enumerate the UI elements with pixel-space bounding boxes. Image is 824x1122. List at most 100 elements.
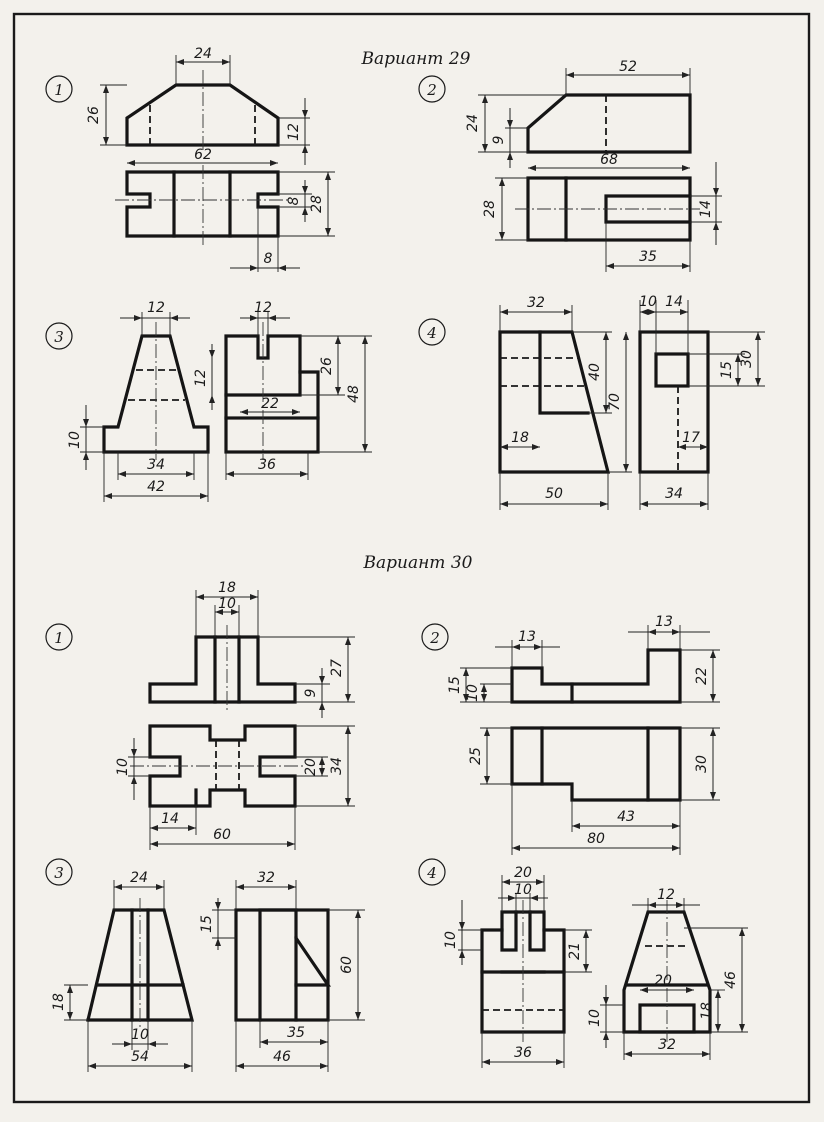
dim-label: 46 xyxy=(273,1049,291,1065)
v29-task-2-number-circle xyxy=(418,75,446,103)
dim-label: 20 xyxy=(303,758,319,776)
dim-label: 28 xyxy=(482,200,498,218)
dim-label: 35 xyxy=(639,249,657,265)
dim-label: 24 xyxy=(194,46,212,62)
top-view xyxy=(515,176,700,242)
dim-label: 15 xyxy=(199,915,215,933)
dim-label: 18 xyxy=(511,430,529,446)
dim-label: 34 xyxy=(665,486,683,502)
dim-label: 10 xyxy=(131,1027,149,1043)
dim-label: 48 xyxy=(346,385,362,403)
dim-label: 62 xyxy=(194,147,212,163)
v30-task-3: 3 24 32 15 xyxy=(45,858,365,1072)
dim-label: 46 xyxy=(723,971,739,989)
dim-label: 32 xyxy=(527,295,545,311)
dim-label: 15 xyxy=(447,676,463,694)
side-view xyxy=(638,330,710,474)
v29-task-1-number: 1 xyxy=(54,81,64,99)
dim-label: 50 xyxy=(545,486,563,502)
dim-label: 18 xyxy=(218,580,236,596)
front-view xyxy=(526,93,692,154)
dim-label: 14 xyxy=(161,811,179,827)
dim-label: 22 xyxy=(261,396,279,412)
v30-task-2-number: 2 xyxy=(429,629,440,647)
v29-task-4-number: 4 xyxy=(426,324,437,342)
dim-label: 32 xyxy=(658,1037,676,1053)
dim-label: 18 xyxy=(699,1002,715,1020)
dim-label: 60 xyxy=(213,827,231,843)
dimensions: 24 26 62 12 8 28 8 xyxy=(86,46,335,272)
v30-task-4-number-circle xyxy=(418,858,446,886)
v30-task-2-number-circle xyxy=(421,623,449,651)
top-view xyxy=(115,165,290,245)
dim-label: 10 xyxy=(514,882,532,898)
v29-task-4: 4 32 10 14 40 xyxy=(418,294,765,510)
v29-task-3: 3 12 12 12 xyxy=(45,300,372,502)
v30-task-4-number: 4 xyxy=(426,864,437,882)
v29-task-1: 1 24 26 62 xyxy=(45,46,335,272)
dim-label: 14 xyxy=(665,294,683,310)
dim-label: 35 xyxy=(287,1025,305,1041)
dim-label: 24 xyxy=(465,114,481,132)
dim-label: 10 xyxy=(115,758,131,776)
side-view xyxy=(224,322,320,460)
v30-task-3-number-circle xyxy=(45,858,73,886)
dim-label: 28 xyxy=(309,195,325,213)
dim-label: 20 xyxy=(514,865,532,881)
dimensions: 24 32 15 60 18 10 35 xyxy=(51,870,365,1072)
side-view xyxy=(622,900,712,1042)
variant-30-title: Вариант 30 xyxy=(363,553,473,573)
dim-label: 12 xyxy=(147,300,165,316)
dim-label: 12 xyxy=(193,369,209,387)
v30-task-1-number-circle xyxy=(45,623,73,651)
dim-label: 25 xyxy=(468,747,484,765)
v30-task-2: 2 13 13 15 10 xyxy=(421,614,720,855)
dim-label: 26 xyxy=(319,357,335,375)
dim-label: 15 xyxy=(719,361,735,379)
front-view xyxy=(148,625,297,712)
front-view xyxy=(86,898,195,1030)
v29-task-1-number-circle xyxy=(45,75,73,103)
dim-label: 9 xyxy=(491,135,507,144)
dim-label: 10 xyxy=(443,931,459,949)
v30-task-1: 1 18 10 27 9 xyxy=(45,580,355,850)
dim-label: 70 xyxy=(607,393,623,411)
dim-label: 13 xyxy=(655,614,673,630)
dim-label: 26 xyxy=(86,106,102,124)
dim-label: 42 xyxy=(147,479,165,495)
dimensions: 20 10 12 10 21 46 20 xyxy=(443,865,748,1068)
top-view xyxy=(510,726,682,802)
dim-label: 10 xyxy=(67,431,83,449)
front-view xyxy=(498,330,611,474)
v29-task-4-number-circle xyxy=(418,318,446,346)
dim-label: 21 xyxy=(567,942,583,960)
dim-label: 30 xyxy=(739,350,755,368)
dimensions: 52 24 9 68 28 14 35 xyxy=(465,59,722,272)
front-view xyxy=(480,900,566,1042)
dim-label: 10 xyxy=(639,294,657,310)
dim-label: 34 xyxy=(147,457,165,473)
v30-task-3-number: 3 xyxy=(54,864,64,882)
dim-label: 32 xyxy=(257,870,275,886)
dim-label: 12 xyxy=(657,887,675,903)
dim-label: 30 xyxy=(694,755,710,773)
dim-label: 13 xyxy=(518,629,536,645)
dim-label: 68 xyxy=(600,152,618,168)
dim-label: 22 xyxy=(694,667,710,685)
front-view xyxy=(125,70,280,150)
dim-label: 10 xyxy=(218,596,236,612)
dim-label: 24 xyxy=(130,870,148,886)
dim-label: 10 xyxy=(587,1009,603,1027)
dim-label: 52 xyxy=(619,59,637,75)
dim-label: 43 xyxy=(617,809,635,825)
v29-task-2-number: 2 xyxy=(426,81,437,99)
dim-label: 54 xyxy=(131,1049,149,1065)
dim-label: 80 xyxy=(587,831,605,847)
front-view xyxy=(510,648,682,704)
dim-label: 60 xyxy=(339,956,355,974)
dim-label: 17 xyxy=(682,430,700,446)
front-view xyxy=(102,322,210,460)
dim-label: 8 xyxy=(264,251,273,267)
dimensions: 18 10 27 9 10 20 34 14 xyxy=(115,580,355,850)
